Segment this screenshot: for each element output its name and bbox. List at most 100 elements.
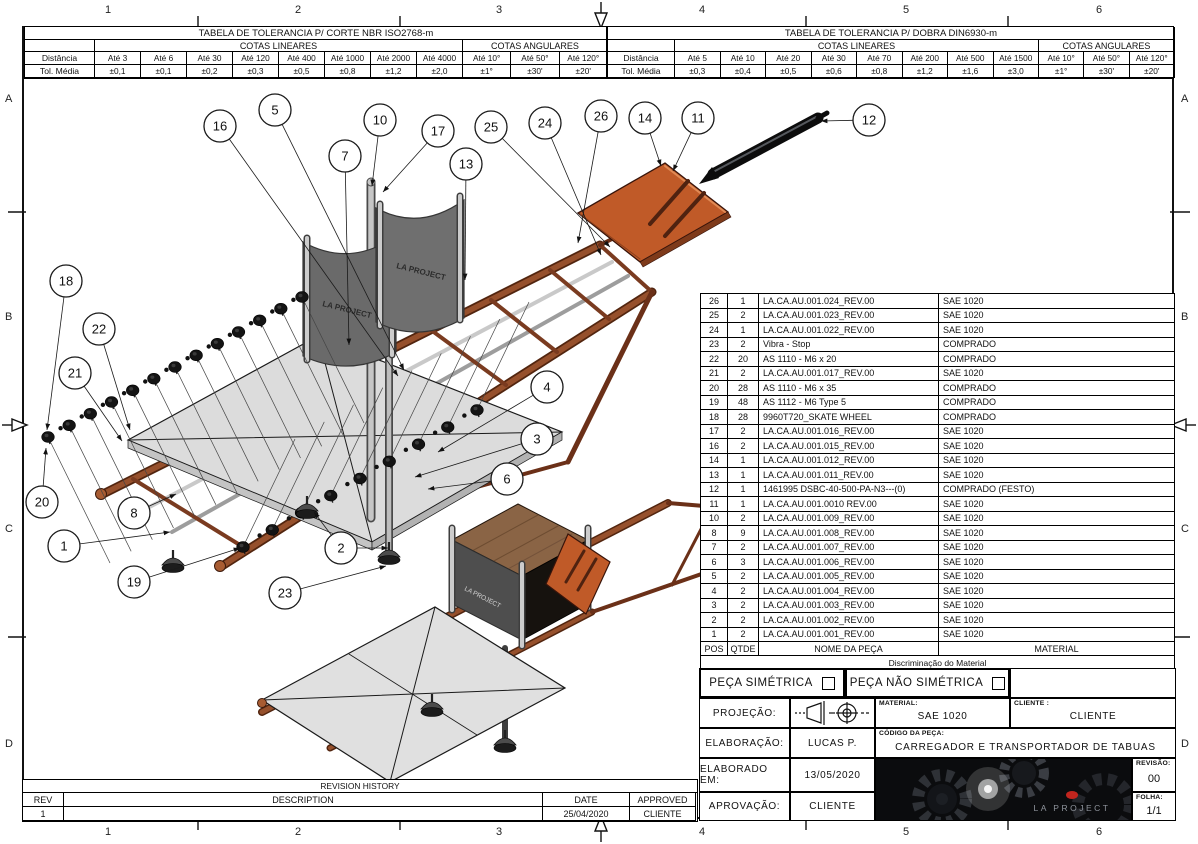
bom-name: LA.CA.AU.001.024_REV.00 xyxy=(759,294,939,309)
tol-limit: Até 2000 xyxy=(371,52,417,65)
bom-material: SAE 1020 xyxy=(939,294,1175,309)
bom-pos: 26 xyxy=(701,294,728,309)
bom-pos: 5 xyxy=(701,569,728,584)
drafter-value: LUCAS P. xyxy=(807,737,858,749)
bom-name: AS 1110 - M6 x 35 xyxy=(759,381,939,396)
bom-material: SAE 1020 xyxy=(939,424,1175,439)
bom-name: LA.CA.AU.001.006_REV.00 xyxy=(759,555,939,570)
tol-value: ±1,2 xyxy=(902,65,948,78)
bom-material: SAE 1020 xyxy=(939,366,1175,381)
bom-qty: 9 xyxy=(728,526,759,541)
bom-name: AS 1110 - M6 x 20 xyxy=(759,352,939,367)
tol-row-label: Tol. Média xyxy=(25,65,95,78)
approval-value-cell: CLIENTE xyxy=(790,792,875,821)
bom-pos: 2 xyxy=(701,613,728,628)
zone-label-top: 2 xyxy=(295,4,302,16)
bom-pos: 1 xyxy=(701,627,728,642)
tol-value: ±1° xyxy=(1039,65,1085,78)
bom-material: COMPRADO xyxy=(939,395,1175,410)
description-cell xyxy=(64,807,543,821)
bom-pos: 7 xyxy=(701,540,728,555)
bom-name: LA.CA.AU.001.012_REV.00 xyxy=(759,453,939,468)
bom-pos: 18 xyxy=(701,410,728,425)
tol-limit: Até 120° xyxy=(559,52,608,65)
bom-name: LA.CA.AU.001.015_REV.00 xyxy=(759,439,939,454)
bom-pos: 14 xyxy=(701,453,728,468)
first-angle-projection-icon xyxy=(794,701,870,725)
bom-name: LA.CA.AU.001.004_REV.00 xyxy=(759,584,939,599)
bom-qty: 2 xyxy=(728,598,759,613)
tol-row-label: Distância xyxy=(25,52,95,65)
material-label: MATERIAL: xyxy=(879,700,918,707)
bom-pos: 24 xyxy=(701,323,728,338)
tol-limit: Até 10° xyxy=(1039,52,1085,65)
bom-qty: 1 xyxy=(728,323,759,338)
tol-value: ±0,8 xyxy=(325,65,371,78)
client-value: CLIENTE xyxy=(1069,710,1117,722)
zone-label-bottom: 1 xyxy=(105,826,112,838)
tol-value: ±20' xyxy=(1129,65,1175,78)
part-code-cell: CÓDIGO DA PEÇA: CARREGADOR E TRANSPORTAD… xyxy=(875,728,1176,758)
symmetric-part-cell: PEÇA SIMÉTRICA xyxy=(699,668,845,698)
bom-name: LA.CA.AU.001.023_REV.00 xyxy=(759,308,939,323)
bom-material: SAE 1020 xyxy=(939,526,1175,541)
part-code-label: CÓDIGO DA PEÇA: xyxy=(879,730,945,737)
tol-limit: Até 1000 xyxy=(325,52,371,65)
tol-value: ±0,6 xyxy=(811,65,857,78)
tol-limit: Até 5 xyxy=(675,52,721,65)
bom-pos: 12 xyxy=(701,482,728,497)
tol-limit: Até 50° xyxy=(1084,52,1130,65)
projection-label: PROJEÇÃO: xyxy=(712,707,777,719)
zone-label-right: B xyxy=(1181,311,1189,323)
drafted-on-label: ELABORADO EM: xyxy=(700,764,768,786)
tol-title: TABELA DE TOLERANCIA P/ DOBRA DIN6930-m xyxy=(608,27,1175,40)
approval-label: APROVAÇÃO: xyxy=(708,801,781,812)
tol-limit: Até 120 xyxy=(233,52,279,65)
rev-cell: 1 xyxy=(23,807,64,821)
bom-name: LA.CA.AU.001.007_REV.00 xyxy=(759,540,939,555)
revision-history-header-cell: APPROVED xyxy=(630,793,696,807)
bom-qty: 2 xyxy=(728,337,759,352)
zone-label-bottom: 4 xyxy=(699,826,706,838)
sheet-number-label: FOLHA: xyxy=(1136,794,1163,801)
bom-material: SAE 1020 xyxy=(939,569,1175,584)
revision-history-header-cell: DESCRIPTION xyxy=(64,793,543,807)
bom-material: SAE 1020 xyxy=(939,323,1175,338)
bom-qty: 1 xyxy=(728,482,759,497)
zone-label-bottom: 6 xyxy=(1096,826,1103,838)
bom-qty: 1 xyxy=(728,294,759,309)
company-logo: LA PROJECT xyxy=(875,758,1132,821)
bom-header-qty: QTDE xyxy=(728,642,759,656)
tol-limit: Até 200 xyxy=(902,52,948,65)
tol-value: ±0,3 xyxy=(233,65,279,78)
bom-pos: 17 xyxy=(701,424,728,439)
bom-name: LA.CA.AU.001.016_REV.00 xyxy=(759,424,939,439)
zone-label-bottom: 3 xyxy=(496,826,503,838)
bom-material: SAE 1020 xyxy=(939,468,1175,483)
bom-pos: 22 xyxy=(701,352,728,367)
bom-name: LA.CA.AU.001.008_REV.00 xyxy=(759,526,939,541)
tol-value: ±3,0 xyxy=(993,65,1039,78)
zone-label-top: 4 xyxy=(699,4,706,16)
bom-name: 9960T720_SKATE WHEEL xyxy=(759,410,939,425)
client-label: CLIENTE : xyxy=(1014,700,1050,707)
logo-text: LA PROJECT xyxy=(1034,803,1111,813)
bom-qty: 2 xyxy=(728,439,759,454)
tol-limit: Até 10° xyxy=(463,52,512,65)
bom-name: LA.CA.AU.001.022_REV.00 xyxy=(759,323,939,338)
bom-header-material: MATERIAL xyxy=(939,642,1175,656)
revision-history-title: REVISION HISTORY xyxy=(23,780,697,793)
bom-qty: 2 xyxy=(728,308,759,323)
bom-qty: 20 xyxy=(728,352,759,367)
bom-material: SAE 1020 xyxy=(939,308,1175,323)
tol-value: ±0,1 xyxy=(141,65,187,78)
bom-qty: 3 xyxy=(728,555,759,570)
bom-pos: 20 xyxy=(701,381,728,396)
revision-cell: REVISÃO: 00 xyxy=(1132,758,1176,792)
tol-value: ±20' xyxy=(559,65,608,78)
tol-corner xyxy=(25,40,95,52)
